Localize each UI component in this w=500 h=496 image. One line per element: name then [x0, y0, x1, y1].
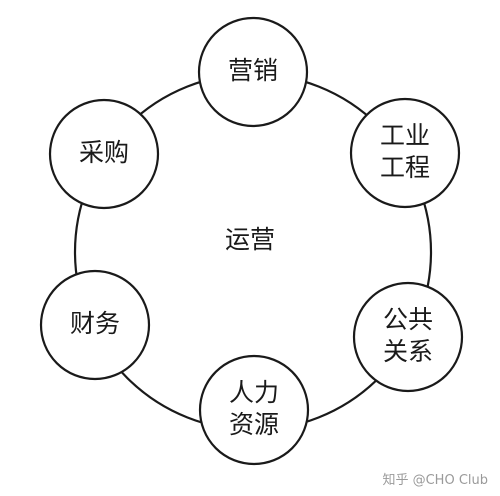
node-label-line: 营销 [228, 56, 278, 85]
node-purchasing: 采购 [48, 98, 160, 210]
node-label-line: 工业 [380, 121, 430, 150]
node-circle [198, 354, 310, 466]
node-circle [48, 98, 160, 210]
node-circle [39, 269, 151, 381]
node-marketing: 营销 [197, 16, 309, 128]
node-label-line: 工程 [380, 153, 430, 182]
node-circle [349, 97, 461, 209]
node-label-line: 关系 [383, 337, 433, 366]
node-label-line: 公共 [383, 305, 433, 334]
watermark: 知乎 @CHO Club [382, 473, 488, 488]
node-circle [197, 16, 309, 128]
node-label-line: 采购 [79, 138, 129, 167]
node-label-line: 财务 [70, 309, 120, 338]
center-label: 运营 [225, 225, 275, 254]
node-label-line: 人力 [229, 378, 279, 407]
node-circle [352, 281, 464, 393]
node-finance: 财务 [39, 269, 151, 381]
node-label-line: 资源 [229, 410, 279, 439]
